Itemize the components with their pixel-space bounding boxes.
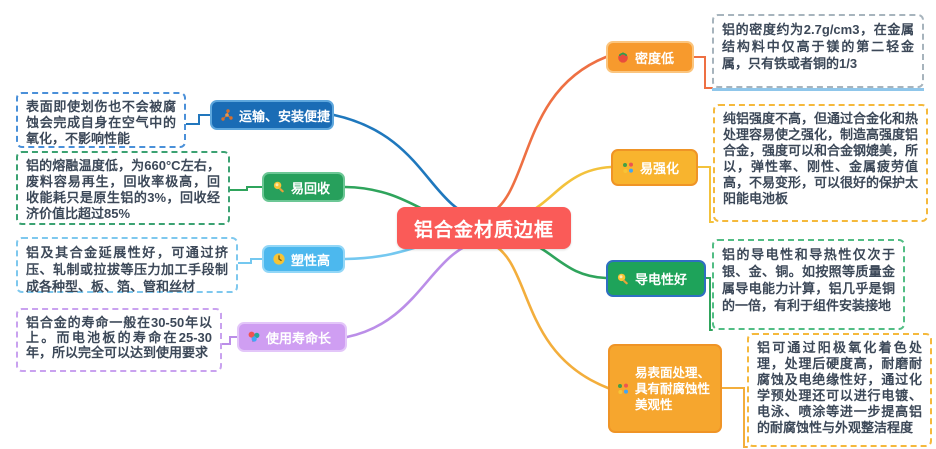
node-transport[interactable]: 运输、安装便捷 — [210, 100, 334, 130]
molecule-icon — [220, 108, 234, 122]
note-lifespan[interactable]: 铝合金的寿命一般在30-50年以上。而电池板的寿命在25-30年，所以完全可以达… — [16, 308, 222, 372]
connector-recycle — [229, 186, 263, 191]
node-surface[interactable]: 易表面处理、具有耐腐蚀性美观性 — [608, 344, 722, 433]
node-density-label: 密度低 — [635, 50, 675, 66]
node-plasticity-label: 塑性高 — [291, 252, 331, 268]
node-surface-label: 易表面处理、具有耐腐蚀性美观性 — [635, 365, 711, 412]
connector-strengthen — [697, 166, 714, 223]
magnifier-icon — [616, 272, 630, 286]
clock-icon — [272, 252, 286, 266]
note-transport[interactable]: 表面即使划伤也不会被腐蚀会完成自身在空气中的氧化，不影响性能 — [16, 92, 186, 148]
edge-transport — [332, 113, 482, 221]
node-transport-label: 运输、安装便捷 — [239, 108, 331, 124]
edge-lifespan — [345, 239, 482, 339]
node-lifespan[interactable]: 使用寿命长 — [237, 322, 347, 352]
note-surface[interactable]: 铝可通过阳极氧化着色处理，处理后硬度高，耐磨耐腐蚀及电绝缘性好，通过化学预处理还… — [747, 333, 932, 447]
connector-surface — [721, 387, 748, 448]
connector-transport — [185, 114, 211, 125]
balloons-icon — [247, 330, 261, 344]
node-density[interactable]: 密度低 — [606, 41, 694, 73]
color-dots-icon — [621, 161, 635, 175]
node-lifespan-label: 使用寿命长 — [266, 330, 332, 346]
node-plasticity[interactable]: 塑性高 — [262, 245, 345, 273]
note-density[interactable]: 铝的密度约为2.7g/cm3，在金属结构料中仅高于镁的第二轻金属，只有铁或者铜的… — [712, 14, 924, 91]
note-strengthen[interactable]: 纯铝强度不高，但通过合金化和热处理容易使之强化，制造高强度铝合金，强度可以和合金… — [713, 104, 928, 222]
edge-surface — [486, 240, 610, 390]
node-conductivity-label: 导电性好 — [635, 272, 688, 287]
connector-density — [693, 56, 713, 89]
color-dots-icon — [616, 382, 630, 396]
note-recycle[interactable]: 铝的熔融温度低，为660°C左右，废料容易再生，回收率极高，回收能耗只是原生铝的… — [16, 151, 230, 225]
node-strengthen[interactable]: 易强化 — [611, 149, 698, 186]
tomato-icon — [616, 50, 630, 64]
connector-plasticity — [237, 258, 263, 264]
connector-conductivity — [705, 277, 713, 331]
node-strengthen-label: 易强化 — [640, 161, 680, 176]
node-recycle-label: 易回收 — [291, 180, 331, 196]
connector-lifespan — [221, 336, 238, 345]
node-recycle[interactable]: 易回收 — [262, 172, 345, 202]
magnifier-icon — [272, 180, 286, 194]
edge-density — [486, 55, 608, 217]
node-conductivity[interactable]: 导电性好 — [606, 260, 706, 297]
central-topic[interactable]: 铝合金材质边框 — [397, 207, 571, 249]
note-plasticity[interactable]: 铝及其合金延展性好，可通过挤压、轧制或拉拔等压力加工手段制成各种型、板、箔、管和… — [16, 237, 238, 294]
note-conductivity[interactable]: 铝的导电性和导热性仅次于银、金、铜。如按照等质量金属导电能力计算，铝几乎是铜的一… — [712, 239, 905, 330]
